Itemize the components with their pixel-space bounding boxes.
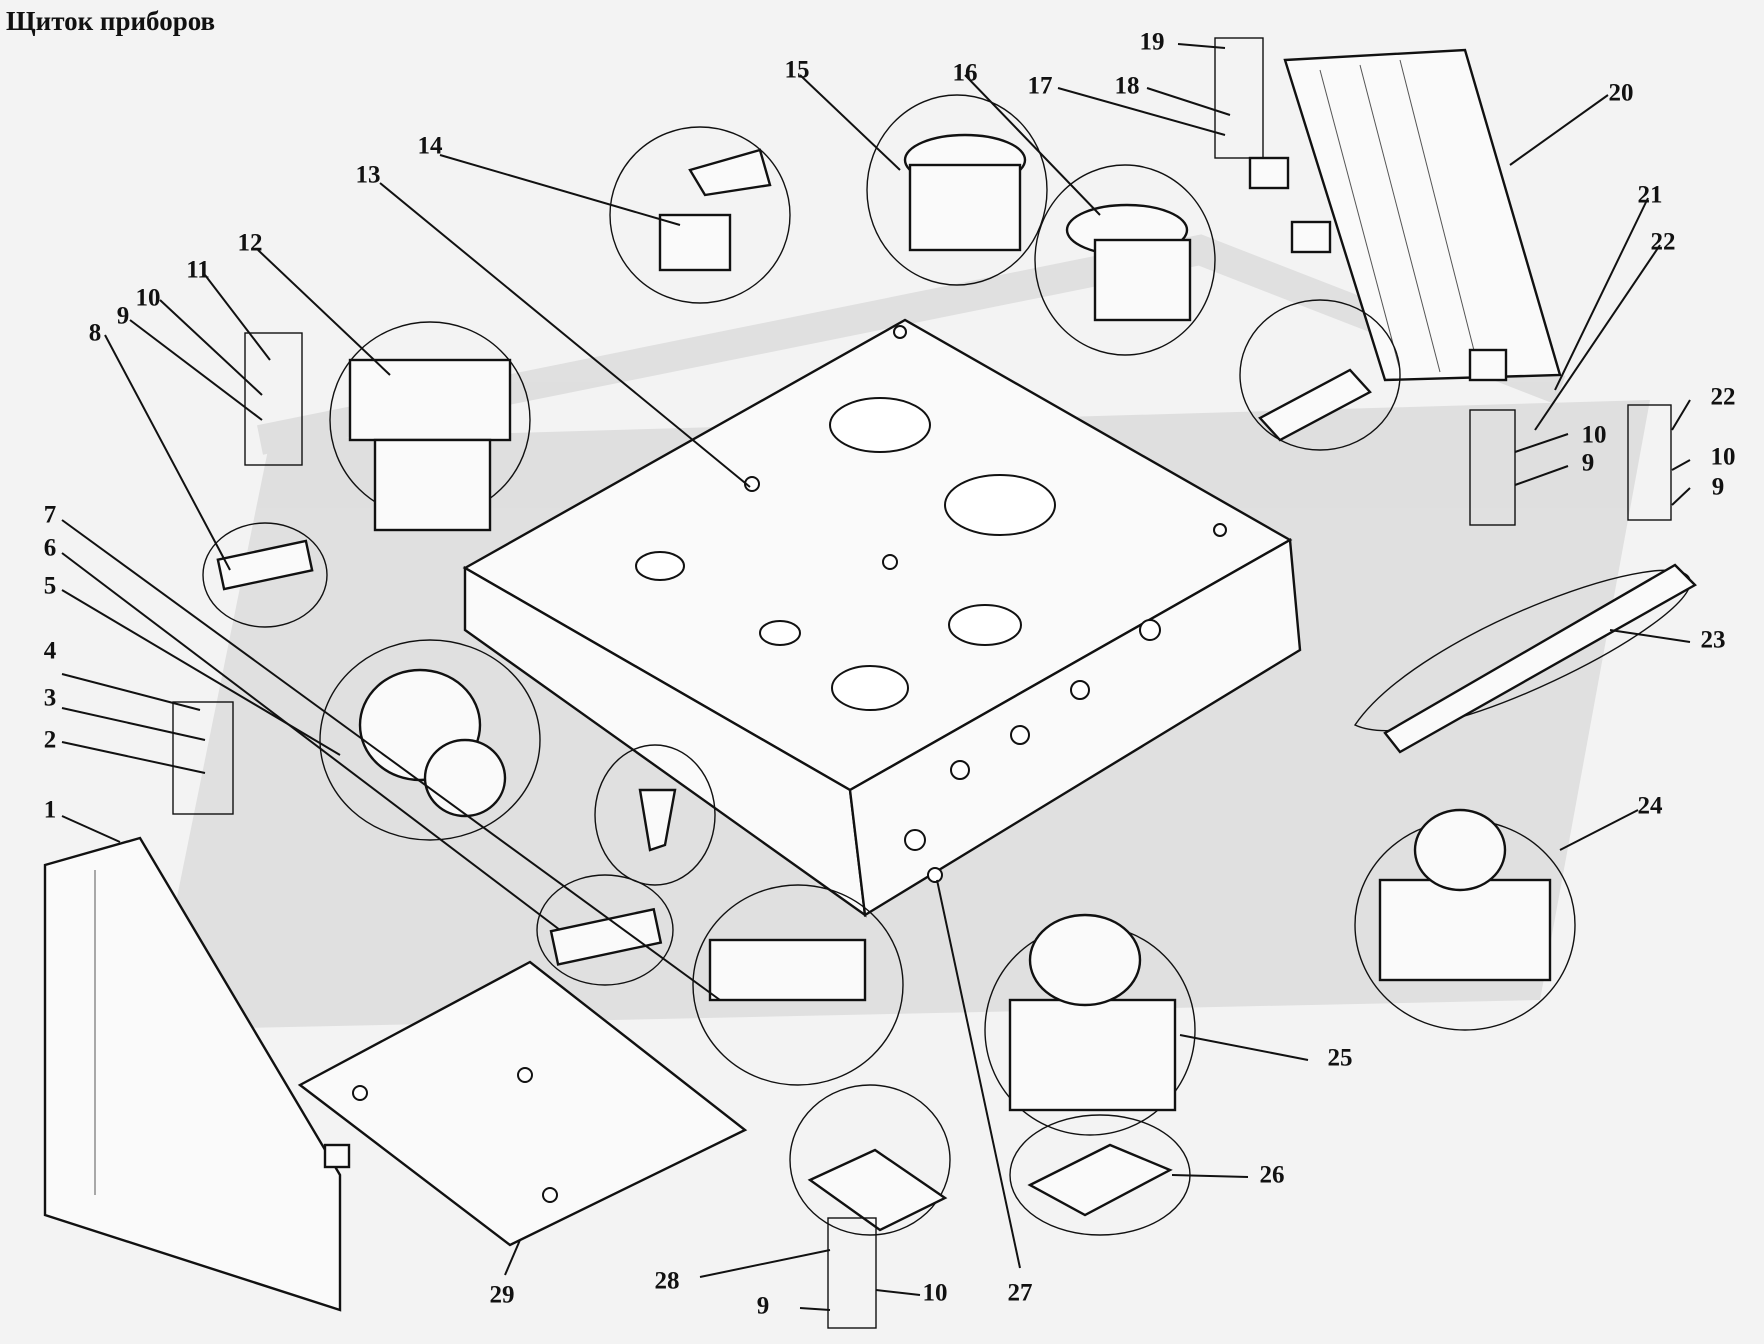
callout-18: 18 xyxy=(1115,73,1140,100)
callout-17: 17 xyxy=(1028,73,1053,100)
leader-lines xyxy=(61,43,1691,1311)
callout-9b: 9 xyxy=(1582,450,1595,477)
detail-bubbles xyxy=(202,94,1697,1236)
callout-15: 15 xyxy=(785,57,810,84)
callout-10d: 10 xyxy=(923,1280,948,1307)
left-side-panel xyxy=(43,836,351,1312)
callout-7: 7 xyxy=(44,502,57,529)
callout-10a: 10 xyxy=(136,285,161,312)
callout-29: 29 xyxy=(490,1282,515,1309)
callout-13: 13 xyxy=(356,162,381,189)
callout-8: 8 xyxy=(89,320,102,347)
callout-21: 21 xyxy=(1638,182,1663,209)
callout-6: 6 xyxy=(44,535,57,562)
hardware-stacks xyxy=(172,37,1672,1329)
main-panel-plate xyxy=(462,318,1302,918)
callout-4: 4 xyxy=(44,638,57,665)
callout-10b: 10 xyxy=(1582,422,1607,449)
callout-16: 16 xyxy=(953,60,978,87)
callout-labels: 1 2 3 4 5 6 7 8 9 10 11 12 13 14 15 16 1… xyxy=(44,29,1736,1320)
callout-25: 25 xyxy=(1328,1045,1353,1072)
callout-23: 23 xyxy=(1701,627,1726,654)
callout-9c: 9 xyxy=(1712,474,1725,501)
callout-28: 28 xyxy=(655,1268,680,1295)
callout-24: 24 xyxy=(1638,793,1664,820)
page-title: Щиток приборов xyxy=(6,6,216,36)
bottom-cover-plate xyxy=(297,960,748,1247)
right-rear-panel xyxy=(1248,48,1562,382)
callout-9d: 9 xyxy=(757,1293,770,1320)
callout-19: 19 xyxy=(1140,29,1165,56)
callout-3: 3 xyxy=(44,685,57,712)
callout-27: 27 xyxy=(1008,1280,1033,1307)
callout-12: 12 xyxy=(238,230,263,257)
callout-10c: 10 xyxy=(1711,444,1736,471)
callout-14: 14 xyxy=(418,133,444,160)
callout-26: 26 xyxy=(1260,1162,1285,1189)
callout-2: 2 xyxy=(44,727,57,754)
callout-9a: 9 xyxy=(117,303,130,330)
callout-20: 20 xyxy=(1609,80,1634,107)
callout-11: 11 xyxy=(186,257,210,284)
callout-22a: 22 xyxy=(1651,229,1676,256)
callout-1: 1 xyxy=(44,797,57,824)
callout-22b: 22 xyxy=(1711,384,1736,411)
callout-5: 5 xyxy=(44,573,57,600)
